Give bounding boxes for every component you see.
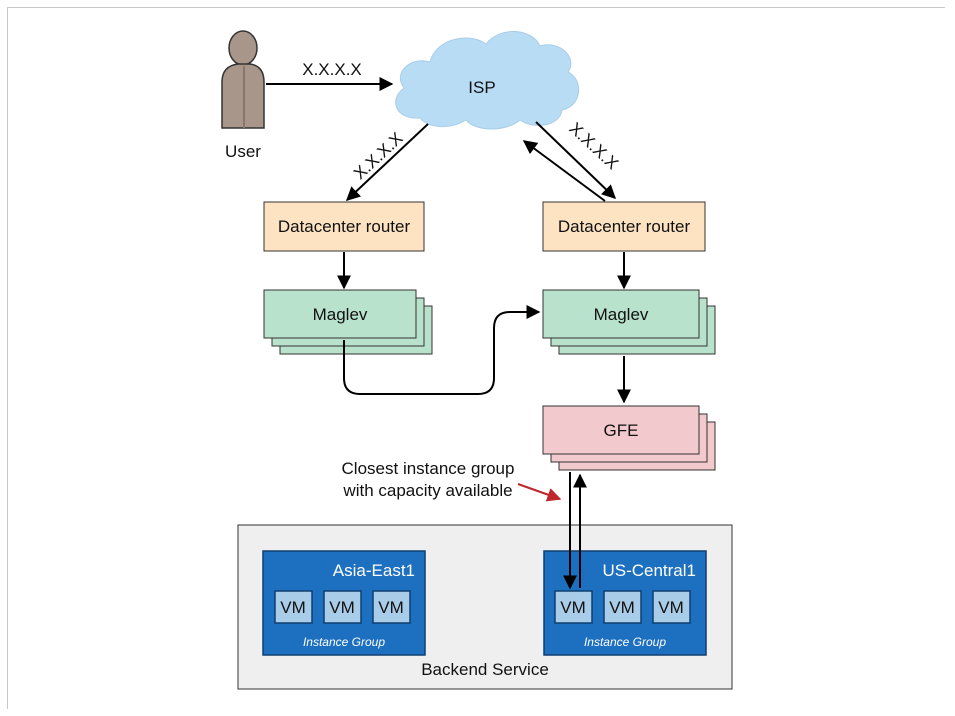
user-icon (221, 30, 265, 129)
user-ip-label: X.X.X.X (302, 60, 362, 79)
right-datacenter-router (542, 201, 706, 252)
vm-box (554, 590, 593, 624)
vm-box (274, 590, 313, 624)
left-router-label: Datacenter router (278, 217, 411, 236)
vm-label: VM (329, 598, 355, 617)
vm-label: VM (609, 598, 635, 617)
right-router-label: Datacenter router (558, 217, 691, 236)
vm-label: VM (378, 598, 404, 617)
vm-box (323, 590, 362, 624)
annotation-arrow (517, 483, 562, 502)
annotation-line1: Closest instance group (342, 459, 515, 478)
right-ip-label: X.X.X.X (566, 119, 622, 173)
vm-label: VM (560, 598, 586, 617)
isp-to-right-router-arrow (535, 121, 617, 199)
right-maglev-stack (542, 289, 716, 355)
user-label: User (225, 142, 261, 161)
left-datacenter-router (263, 201, 425, 252)
us-central1-vms (554, 590, 691, 624)
figure-frame (7, 7, 945, 709)
isp-to-left-router-arrow (345, 123, 429, 201)
left-ip-label: X.X.X.X (350, 129, 406, 183)
us-central1-caption: Instance Group (584, 635, 666, 649)
vm-box (372, 590, 411, 624)
annotation-line2: with capacity available (342, 481, 512, 500)
gfe-stack (542, 405, 716, 471)
asia-east1-caption: Instance Group (303, 635, 385, 649)
vm-box (603, 590, 642, 624)
us-central1-region-label: US-Central1 (602, 561, 696, 580)
gfe-label: GFE (604, 421, 639, 440)
backend-service-label: Backend Service (421, 660, 549, 679)
left-maglev-stack (263, 289, 433, 355)
isp-label: ISP (468, 78, 495, 97)
isp-cloud (395, 31, 580, 130)
maglev-forward-arrow (343, 305, 541, 395)
right-router-to-isp-arrow (522, 140, 606, 202)
asia-east1-region-label: Asia-East1 (333, 561, 415, 580)
right-maglev-label: Maglev (594, 305, 649, 324)
vm-label: VM (658, 598, 684, 617)
vm-label: VM (280, 598, 306, 617)
left-maglev-label: Maglev (313, 305, 368, 324)
asia-east1-vms (274, 590, 411, 624)
vm-box (652, 590, 691, 624)
